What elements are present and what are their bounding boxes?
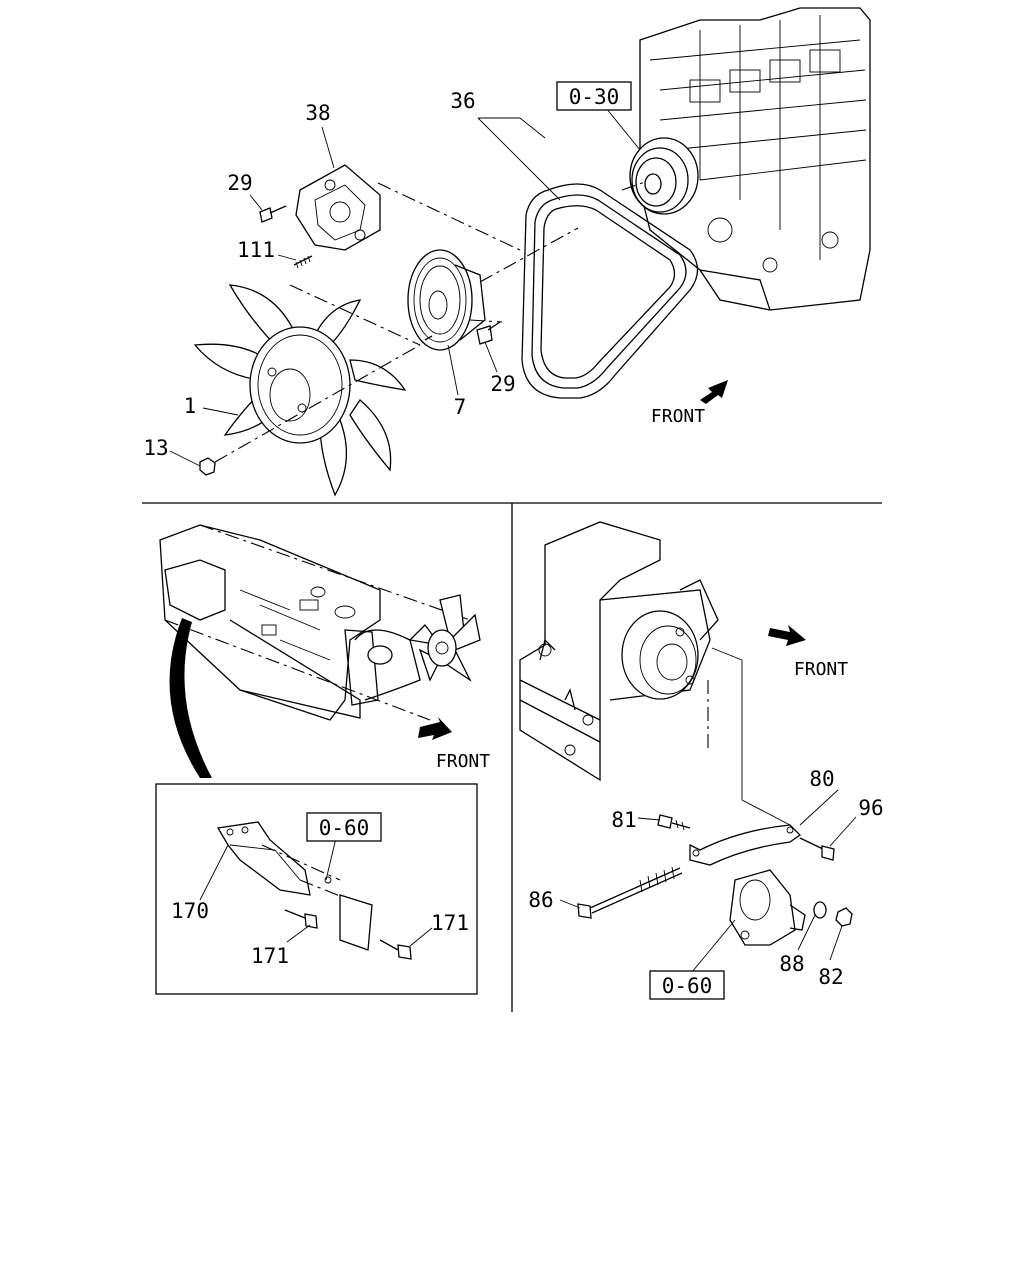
leader-111: [277, 254, 297, 261]
callout-29-upper: 29: [227, 171, 252, 195]
water-pump-pulley: [621, 579, 719, 700]
bolt-81: [657, 814, 691, 831]
bolt-96: [799, 837, 835, 861]
small-fan-view: [408, 594, 481, 682]
washer-88: [813, 901, 827, 919]
ref-box-060a: [306, 812, 382, 842]
callout-96: 96: [858, 796, 883, 820]
front-label-top: FRONT: [651, 406, 705, 427]
leader-81: [637, 817, 661, 821]
bolt-171-left: [284, 909, 318, 929]
inset-bracket: [216, 821, 373, 951]
assembly-line: [214, 344, 421, 463]
ref-060b: 0-60: [662, 974, 713, 998]
callout-38: 38: [305, 101, 330, 125]
callout-29-lower: 29: [490, 372, 515, 396]
detail-inset-box: [155, 783, 478, 995]
callout-81: 81: [611, 808, 636, 832]
leader-88: [797, 914, 816, 951]
bolt-29-lower: [476, 321, 501, 345]
callout-111: 111: [237, 238, 275, 262]
callout-7: 7: [454, 395, 467, 419]
leader-29b: [484, 341, 498, 373]
leader-96: [829, 816, 857, 847]
long-bolt-86: [577, 866, 683, 919]
assembly-line: [479, 227, 579, 283]
fan-clutch: [407, 249, 486, 351]
ref-060a: 0-60: [319, 816, 370, 840]
front-arrow-top: [700, 380, 728, 404]
bolt-29-upper: [259, 205, 287, 223]
callout-80: 80: [809, 767, 834, 791]
leader-29a: [249, 194, 263, 211]
front-arrow-left: [418, 717, 452, 740]
assembly-line: [469, 319, 503, 323]
ref-030: 0-30: [569, 85, 620, 109]
ref-box-030: [556, 81, 632, 111]
callout-86: 86: [528, 888, 553, 912]
engine-block-top: [639, 7, 871, 311]
nut-82: [835, 907, 853, 927]
crank-pulley: [629, 137, 699, 215]
callout-170: 170: [171, 899, 209, 923]
drive-belt: [521, 183, 699, 399]
leader-171a: [286, 924, 311, 943]
alternator-device: [729, 869, 806, 946]
assembly-line: [289, 284, 421, 346]
front-label-left: FRONT: [436, 751, 490, 772]
leader-82: [829, 925, 843, 961]
callout-82: 82: [818, 965, 843, 989]
leader-86: [559, 899, 581, 909]
stud-111: [293, 255, 313, 269]
engine-side-view: [159, 524, 471, 721]
leader-171b: [409, 927, 433, 947]
swoosh-pointer: [169, 618, 212, 778]
leader-030: [605, 107, 641, 151]
front-arrow-right: [768, 625, 806, 646]
leader-170: [199, 844, 229, 901]
nut-13: [199, 457, 216, 476]
callout-13: 13: [143, 436, 168, 460]
bolt-171-right: [379, 939, 412, 960]
front-label-right: FRONT: [794, 659, 848, 680]
fan-bracket: [295, 164, 381, 251]
leader-38: [321, 126, 335, 169]
callout-171-left: 171: [251, 944, 289, 968]
callout-171-right: 171: [431, 911, 469, 935]
ref-box-060b: [649, 970, 725, 1000]
leader-060a: [325, 837, 337, 881]
cooling-fan: [193, 284, 407, 497]
assembly-line: [377, 182, 521, 251]
leader-80: [799, 789, 839, 826]
callout-88: 88: [779, 952, 804, 976]
leader-36: [477, 117, 561, 201]
leader-1: [202, 407, 239, 416]
leader-060b: [691, 919, 736, 973]
leader-13: [169, 450, 201, 467]
leader-7: [447, 344, 459, 396]
callout-1: 1: [184, 394, 197, 418]
assembly-line: [711, 647, 791, 826]
adjust-bracket: [689, 824, 802, 866]
assembly-line: [621, 181, 646, 191]
callout-36: 36: [450, 89, 475, 113]
